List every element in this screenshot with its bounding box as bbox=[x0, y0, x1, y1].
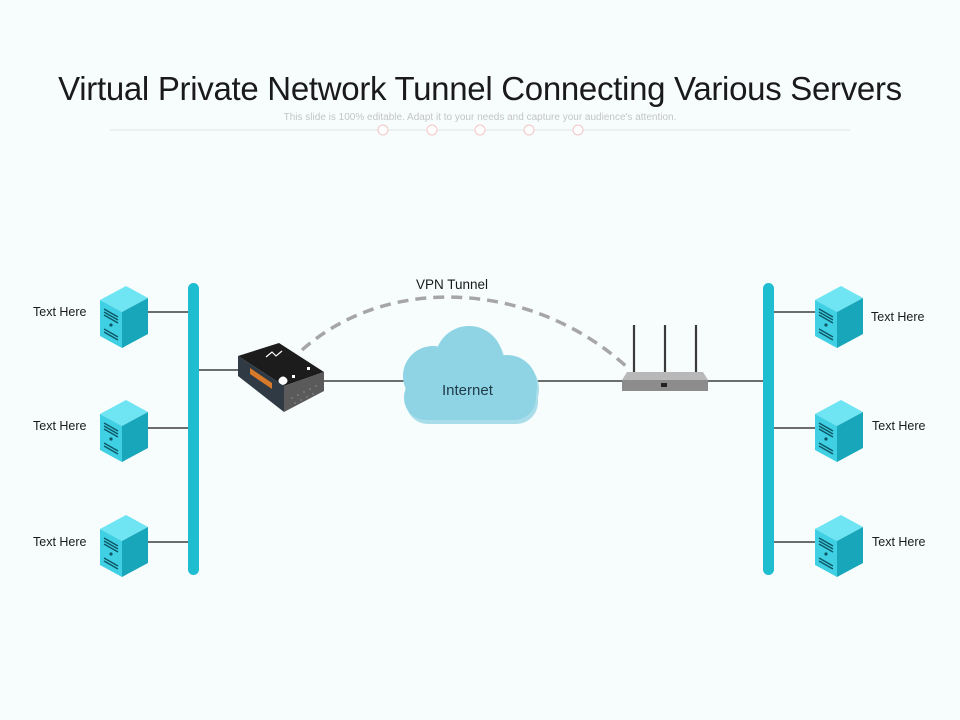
left-server-label: Text Here bbox=[33, 305, 87, 319]
server-icon bbox=[814, 285, 864, 349]
server-icon bbox=[814, 399, 864, 463]
left-server-label: Text Here bbox=[33, 535, 87, 549]
right-server-label: Text Here bbox=[871, 310, 925, 324]
slide-subtitle: This slide is 100% editable. Adapt it to… bbox=[283, 112, 677, 123]
router-icon bbox=[622, 325, 708, 391]
title-divider bbox=[110, 124, 850, 136]
right-server-label: Text Here bbox=[872, 535, 926, 549]
server-icon bbox=[99, 285, 149, 349]
vpn-device-icon bbox=[238, 343, 324, 412]
server-icon bbox=[814, 514, 864, 578]
connector-lines bbox=[145, 311, 816, 543]
server-icon bbox=[99, 399, 149, 463]
slide-title: Virtual Private Network Tunnel Connectin… bbox=[58, 70, 902, 107]
internet-label: Internet bbox=[442, 382, 493, 399]
right-server-label: Text Here bbox=[872, 419, 926, 433]
server-icon bbox=[99, 514, 149, 578]
vpn-tunnel-arc bbox=[300, 295, 630, 370]
vpn-tunnel-label: VPN Tunnel bbox=[416, 277, 489, 292]
left-network-bus bbox=[188, 283, 199, 575]
left-server-label: Text Here bbox=[33, 419, 87, 433]
right-network-bus bbox=[763, 283, 774, 575]
internet-cloud-icon bbox=[403, 326, 539, 424]
